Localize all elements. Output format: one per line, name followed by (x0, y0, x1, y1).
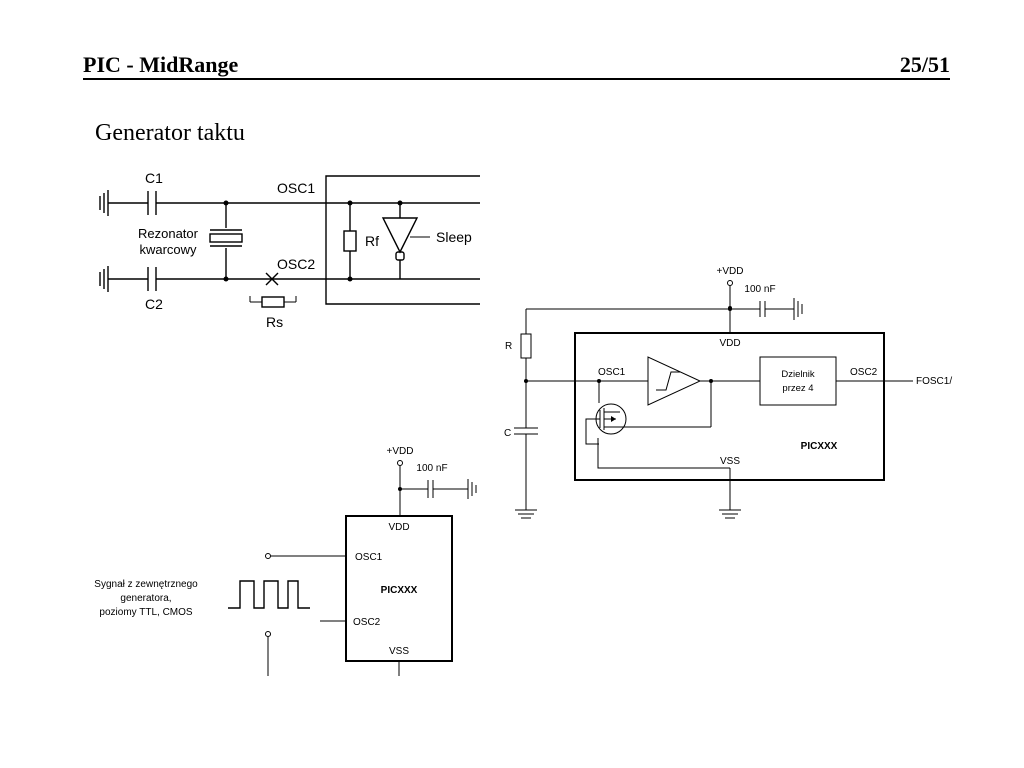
divider-block (759, 356, 837, 406)
label-fosc: FOSC1/ (916, 376, 952, 387)
label-divider-1: Dzielnik (781, 369, 815, 380)
ground-symbol-vss (719, 509, 741, 519)
label-chip: PICXXX (381, 585, 418, 596)
external-generator-circuit: +VDD 100 nF VDD OSC1 PICXXX OSC2 VSS Syg… (94, 446, 477, 676)
label-resonator-1: Rezonator (138, 226, 199, 241)
label-resonator-2: kwarcowy (139, 242, 197, 257)
label-signal-3: poziomy TTL, CMOS (99, 607, 192, 618)
label-sleep: Sleep (436, 229, 472, 245)
label-osc2: OSC2 (850, 367, 878, 378)
label-vdd: VDD (719, 338, 740, 349)
label-osc1: OSC1 (355, 552, 383, 563)
slide-subtitle: Generator taktu (95, 120, 245, 146)
label-divider-2: przez 4 (782, 383, 813, 394)
label-osc1: OSC1 (277, 180, 315, 196)
rc-oscillator-circuit: +VDD 100 nF R C VDD OSC1 (504, 266, 952, 519)
capacitor-c1 (147, 191, 157, 215)
resistor-r (520, 333, 532, 359)
label-vss: VSS (720, 456, 740, 467)
label-cap: 100 nF (744, 284, 775, 295)
label-osc2: OSC2 (277, 256, 315, 272)
slide-header: PIC - MidRange 25/51 (83, 50, 950, 80)
label-cap: 100 nF (416, 463, 447, 474)
resistor-rs (249, 296, 297, 308)
label-c1: C1 (145, 170, 163, 186)
capacitor-c2 (147, 267, 157, 291)
schmitt-trigger (647, 356, 702, 406)
resistor-rf (343, 230, 357, 252)
ground-symbol-rc (515, 509, 537, 519)
crystal-resonator (209, 229, 243, 247)
label-c: C (504, 428, 511, 439)
crystal-oscillator-circuit: C1 C2 OSC1 OSC2 Rezonator kwarcowy Rf Rs… (99, 170, 480, 330)
ground-symbol-c1 (99, 190, 109, 216)
label-signal-1: Sygnał z zewnętrznego (94, 579, 198, 590)
slide-title: PIC - MidRange (83, 52, 239, 77)
inverter-buffer (381, 217, 419, 254)
square-wave (228, 580, 310, 609)
label-vdd: VDD (388, 522, 409, 533)
label-signal-2: generatora, (120, 593, 171, 604)
label-osc1: OSC1 (598, 367, 626, 378)
ground-symbol-c2 (99, 266, 109, 292)
label-rs: Rs (266, 314, 283, 330)
label-vdd-supply: +VDD (717, 266, 744, 277)
label-vdd-supply: +VDD (387, 446, 414, 457)
label-chip: PICXXX (801, 441, 838, 452)
label-r: R (505, 341, 512, 352)
page-number: 25/51 (899, 52, 950, 77)
label-rf: Rf (365, 233, 379, 249)
label-vss: VSS (389, 646, 409, 657)
label-c2: C2 (145, 296, 163, 312)
label-osc2: OSC2 (353, 617, 381, 628)
